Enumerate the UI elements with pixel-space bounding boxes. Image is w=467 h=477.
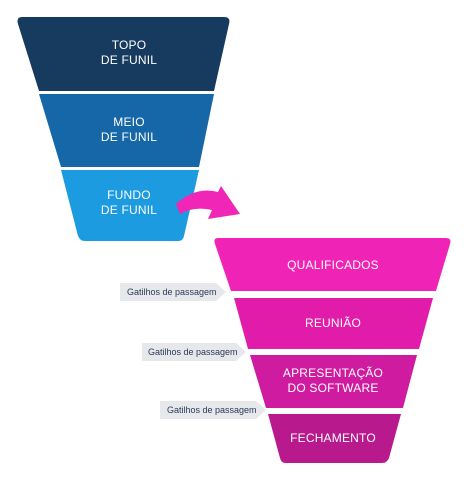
- funnel-top-segment-topo: [17, 17, 230, 91]
- tag-shape-2: [142, 343, 246, 361]
- tag-shape-1: [120, 283, 226, 301]
- funnel-bottom-segment-reuniao: [234, 298, 433, 349]
- funnel-top-segment-meio: [39, 94, 214, 167]
- funnel-bottom-segment-fechamento: [268, 414, 401, 463]
- tag-shape-3: [160, 401, 266, 419]
- funnel-top-segment-fundo: [61, 170, 199, 241]
- curved-arrow-connector: [176, 186, 240, 219]
- funnel-bottom-segment-qualificados: [214, 238, 451, 291]
- funnel-bottom-segment-apresentacao: [250, 355, 417, 408]
